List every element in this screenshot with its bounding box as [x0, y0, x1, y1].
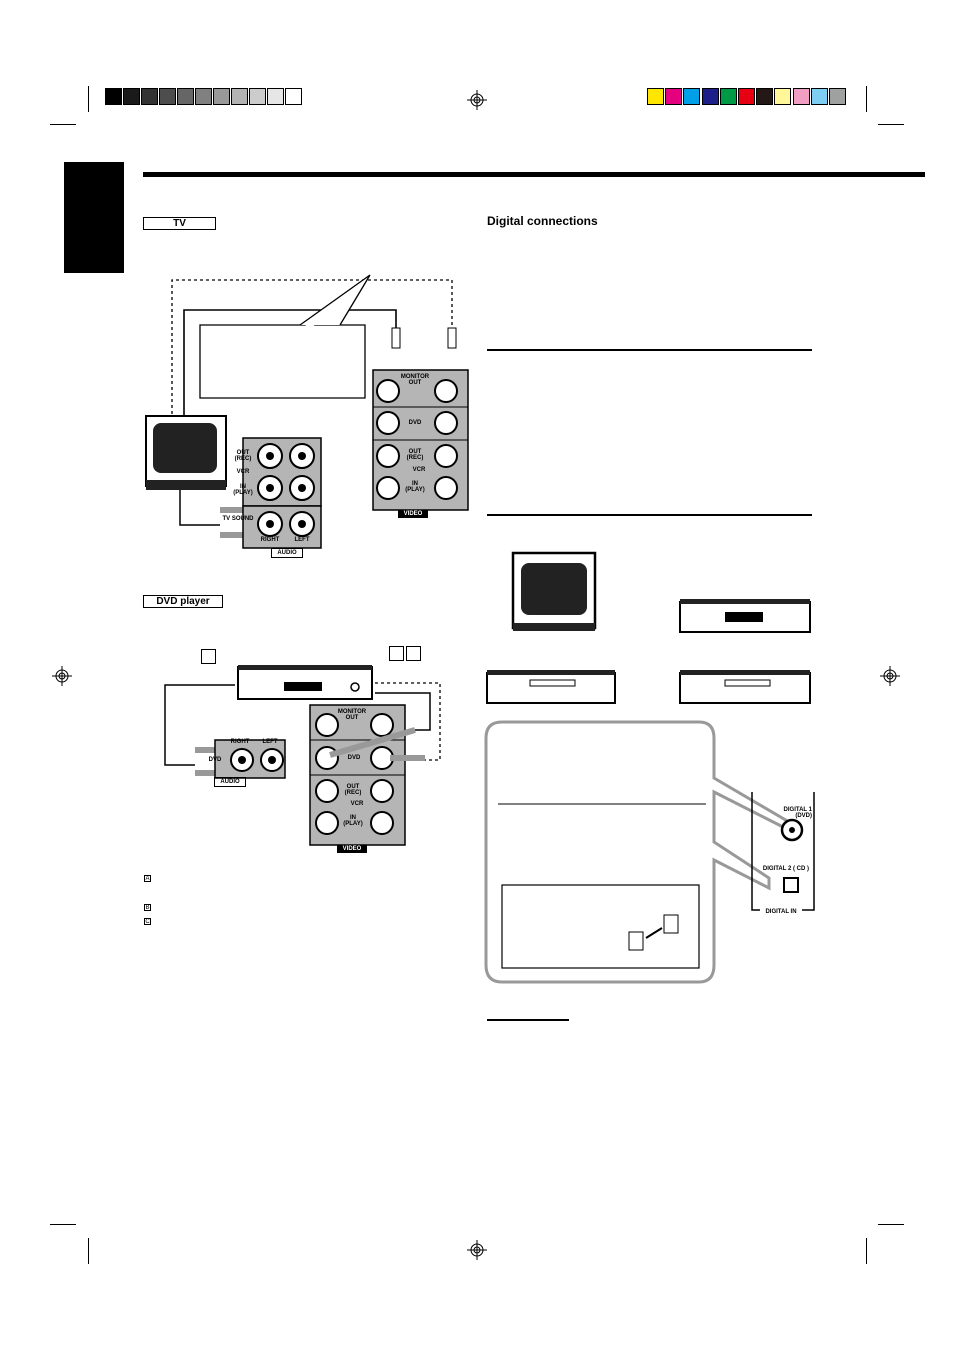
crop-mark	[866, 86, 867, 112]
gray-swatch	[213, 88, 230, 105]
color-swatch	[829, 88, 846, 105]
registration-mark-icon	[880, 666, 900, 686]
section-rule	[487, 514, 812, 516]
right-label: RIGHT	[260, 537, 280, 543]
language-tab	[64, 162, 124, 273]
color-swatch	[756, 88, 774, 105]
dvd-vcr-label: VCR	[350, 801, 364, 807]
tv-sound-label: TV SOUND	[222, 516, 254, 522]
crop-mark	[878, 1224, 904, 1225]
audio-out-rec-label: OUT (REC)	[234, 450, 252, 462]
dvd-out-rec-label: OUT (REC)	[344, 784, 362, 796]
digital1-label: DIGITAL 1 (DVD)	[783, 807, 812, 819]
color-swatch	[774, 88, 792, 105]
audio-panel-label: AUDIO	[271, 548, 303, 558]
gray-swatch	[141, 88, 158, 105]
gray-swatch	[159, 88, 176, 105]
dvd-right-label: RIGHT	[230, 739, 250, 745]
gray-swatch	[177, 88, 194, 105]
dvd-video-dvd-label: DVD	[347, 755, 361, 761]
digital-in-label: DIGITAL IN	[760, 909, 802, 915]
color-swatch	[719, 88, 737, 105]
cd-player-illustration-icon	[486, 670, 616, 704]
video-vcr-label: VCR	[412, 467, 426, 473]
marker-a: A	[201, 649, 216, 664]
device-illustrations	[486, 551, 811, 704]
gray-swatch	[285, 88, 302, 105]
gray-swatch	[123, 88, 140, 105]
tv-illustration-icon	[511, 551, 597, 631]
dvd-connection-diagram	[164, 665, 441, 846]
color-swatch	[810, 88, 828, 105]
gray-swatch	[105, 88, 122, 105]
crop-mark	[88, 86, 89, 112]
gray-swatch	[195, 88, 212, 105]
gray-swatch	[249, 88, 266, 105]
header-rule	[143, 172, 925, 177]
dvd-left-label: LEFT	[262, 739, 278, 745]
video-dvd-label: DVD	[408, 420, 422, 426]
crop-mark	[50, 1224, 76, 1225]
crop-mark	[88, 1238, 89, 1264]
crop-mark	[878, 124, 904, 125]
color-swatch	[701, 88, 719, 105]
tv-section-label: TV	[143, 217, 216, 230]
color-swatch	[647, 88, 664, 105]
color-swatch	[792, 88, 810, 105]
dvd-player-illustration-icon	[679, 599, 811, 633]
dvd-audio-panel-label: AUDIO	[214, 777, 246, 787]
video-out-rec-label: OUT (REC)	[406, 449, 424, 461]
left-label: LEFT	[294, 537, 310, 543]
color-swatch	[665, 88, 683, 105]
dvd-video-panel-label: VIDEO	[337, 845, 367, 853]
registration-mark-icon	[467, 1240, 487, 1260]
registration-mark-icon	[52, 666, 72, 686]
md-recorder-illustration-icon	[679, 670, 811, 704]
digital-input-callout	[484, 720, 815, 984]
gray-swatch	[231, 88, 248, 105]
video-panel-label: VIDEO	[398, 510, 428, 518]
optical-cap-icon	[628, 914, 679, 951]
audio-in-play-label: IN (PLAY)	[233, 484, 253, 496]
tv-connection-diagram	[145, 274, 469, 549]
registration-mark-icon	[467, 90, 487, 110]
note-marker-b: B	[144, 904, 151, 911]
digital-connections-heading: Digital connections	[487, 214, 598, 228]
crop-mark	[866, 1238, 867, 1264]
dvd-section-label: DVD player	[143, 595, 223, 608]
color-swatch	[683, 88, 701, 105]
section-rule	[487, 1019, 569, 1021]
gray-swatch	[267, 88, 284, 105]
audio-vcr-label: VCR	[236, 469, 250, 475]
dvd-in-play-label: IN (PLAY)	[343, 815, 363, 827]
section-rule	[487, 349, 812, 351]
marker-c: C	[406, 646, 421, 661]
crop-mark	[50, 124, 76, 125]
digital2-label: DIGITAL 2 ( CD )	[762, 866, 809, 872]
marker-b: B	[389, 646, 404, 661]
note-marker-a: A	[144, 875, 151, 882]
dvd-audio-dvd-label: DVD	[208, 757, 222, 763]
video-in-play-label: IN (PLAY)	[405, 481, 425, 493]
note-marker-c: C	[144, 918, 151, 925]
color-swatch	[738, 88, 755, 105]
